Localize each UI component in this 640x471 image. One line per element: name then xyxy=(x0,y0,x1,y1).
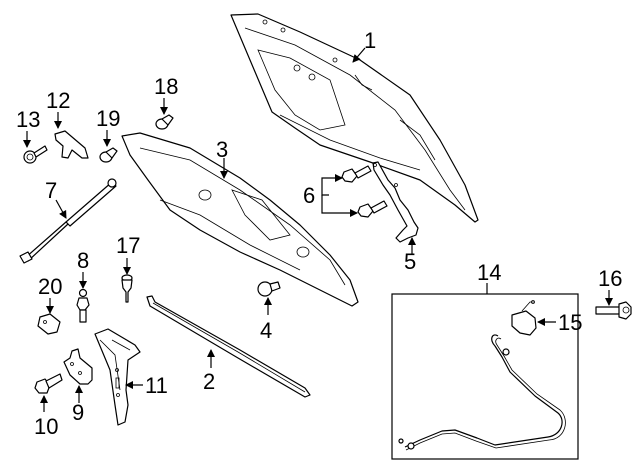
part-2-weatherstrip[interactable] xyxy=(146,295,311,398)
part-15-release-handle[interactable] xyxy=(511,300,537,336)
callout-8: 8 xyxy=(77,248,89,273)
part-8-ball-stud[interactable] xyxy=(76,288,90,323)
callout-7: 7 xyxy=(45,178,57,203)
callout-14: 14 xyxy=(477,260,501,285)
callout-20: 20 xyxy=(38,274,62,299)
part-12-prop-holder[interactable] xyxy=(54,130,89,159)
leader-1 xyxy=(352,47,366,63)
callout-13: 13 xyxy=(16,107,40,132)
part-9-latch-bracket[interactable] xyxy=(63,348,93,385)
callout-3: 3 xyxy=(216,137,228,162)
callout-4: 4 xyxy=(260,318,272,343)
callout-17: 17 xyxy=(116,233,140,258)
part-1-hood-panel[interactable] xyxy=(230,13,479,223)
callout-10: 10 xyxy=(34,414,58,439)
leader-7 xyxy=(55,199,67,219)
part-14-release-cable-assembly[interactable] xyxy=(391,293,579,460)
callout-6: 6 xyxy=(303,183,315,208)
part-20-clip[interactable] xyxy=(37,313,61,335)
callout-12: 12 xyxy=(46,88,70,113)
callout-5: 5 xyxy=(404,249,416,274)
callout-16: 16 xyxy=(598,266,622,291)
leader-6b xyxy=(321,195,358,217)
part-4-retainer[interactable] xyxy=(257,281,281,297)
callout-19: 19 xyxy=(96,106,120,131)
callout-11: 11 xyxy=(145,373,168,398)
part-16-bolt[interactable] xyxy=(595,301,632,320)
part-18-bumper[interactable] xyxy=(155,114,174,130)
callout-1: 1 xyxy=(364,28,376,53)
callout-9: 9 xyxy=(72,400,84,425)
part-11-support-bracket[interactable] xyxy=(94,328,141,426)
part-19-bumper[interactable] xyxy=(99,147,118,163)
part-3-hood-insulator[interactable] xyxy=(121,132,359,307)
leader-6a xyxy=(321,174,343,196)
callout-2: 2 xyxy=(203,369,215,394)
callout-18: 18 xyxy=(154,74,178,99)
part-10-bolt[interactable] xyxy=(34,373,63,394)
part-13-screw[interactable] xyxy=(23,145,48,164)
part-17-push-pin[interactable] xyxy=(121,274,133,303)
part-7-lift-support[interactable] xyxy=(19,178,117,264)
callout-15: 15 xyxy=(558,310,582,335)
